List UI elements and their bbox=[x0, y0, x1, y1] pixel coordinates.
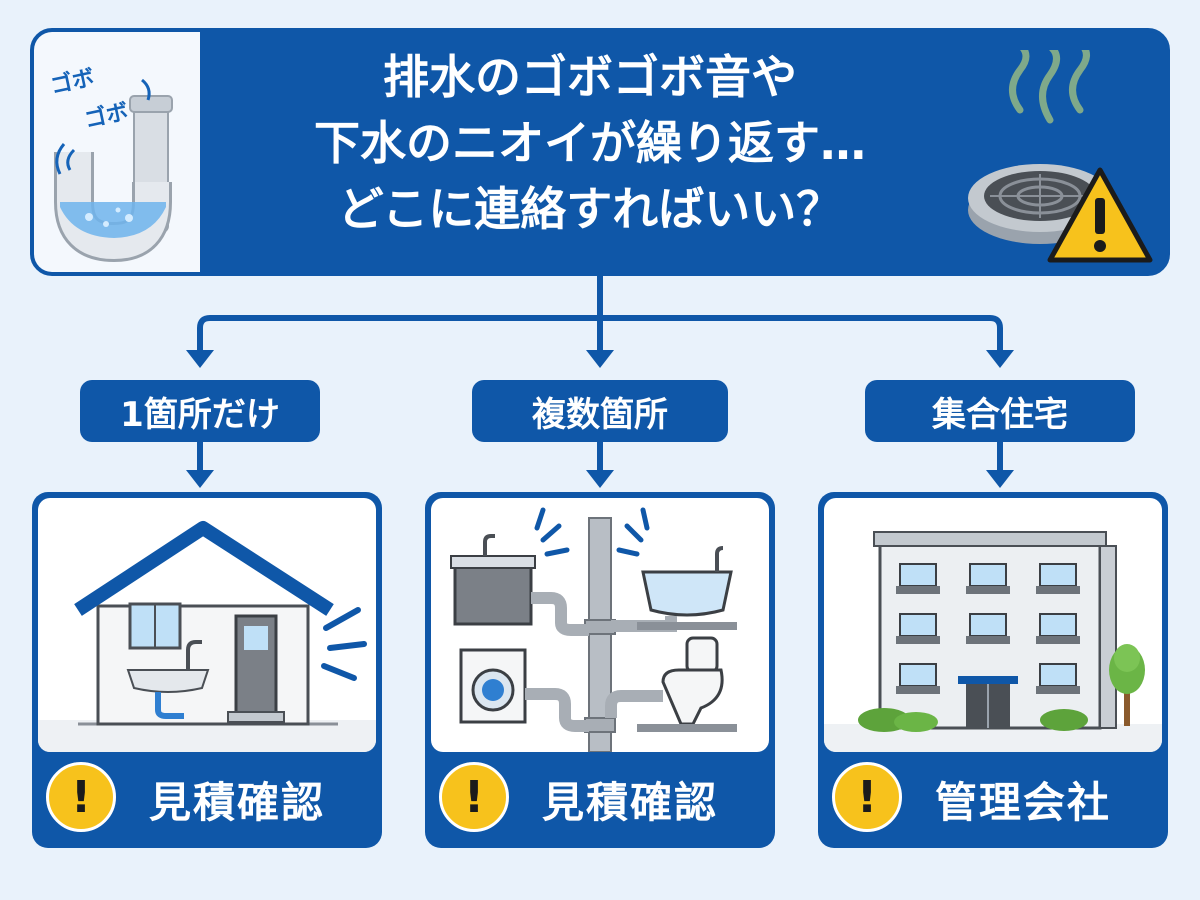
title-line: どこに連絡すればいい？ bbox=[337, 182, 843, 236]
header-banner bbox=[30, 28, 1170, 276]
warning-icon: ! bbox=[439, 762, 509, 832]
manhole-odor-icon bbox=[968, 50, 1153, 263]
arrow-down-icon bbox=[586, 350, 614, 368]
category-apartment: 集合住宅 bbox=[865, 380, 1135, 442]
page-title: 排水のゴボゴボ音や 下水のニオイが繰り返す… どこに連絡すればいい？ bbox=[220, 44, 960, 242]
category-single-location: 1箇所だけ bbox=[80, 380, 320, 442]
result-card-apartment: ! 管理会社 bbox=[818, 492, 1168, 848]
arrow-down-icon bbox=[986, 470, 1014, 488]
title-line: 下水のニオイが繰り返す… bbox=[314, 116, 866, 170]
house-icon bbox=[38, 521, 376, 752]
result-card-multiple: ! 見積確認 bbox=[425, 492, 775, 848]
result-label: 見積確認 bbox=[541, 777, 718, 827]
card-illustration bbox=[38, 498, 376, 752]
arrow-down-icon bbox=[186, 470, 214, 488]
card-illustration bbox=[431, 498, 769, 752]
warning-icon: ! bbox=[46, 762, 116, 832]
arrow-down-icon bbox=[586, 470, 614, 488]
warning-icon: ! bbox=[832, 762, 902, 832]
arrow-down-icon bbox=[986, 350, 1014, 368]
category-multiple-locations: 複数箇所 bbox=[472, 380, 728, 442]
pipe-panel bbox=[34, 32, 200, 272]
title-line: 排水のゴボゴボ音や bbox=[383, 50, 797, 104]
result-label: 管理会社 bbox=[934, 777, 1111, 827]
arrow-down-icon bbox=[186, 350, 214, 368]
result-label: 見積確認 bbox=[148, 777, 325, 827]
apartment-building-icon bbox=[824, 531, 1162, 752]
card-illustration bbox=[824, 498, 1162, 752]
plumbing-network-icon bbox=[450, 507, 737, 752]
result-card-house: ! 見積確認 bbox=[32, 492, 382, 848]
warning-triangle-icon bbox=[1047, 167, 1153, 263]
drain-pipe-icon bbox=[54, 78, 173, 263]
